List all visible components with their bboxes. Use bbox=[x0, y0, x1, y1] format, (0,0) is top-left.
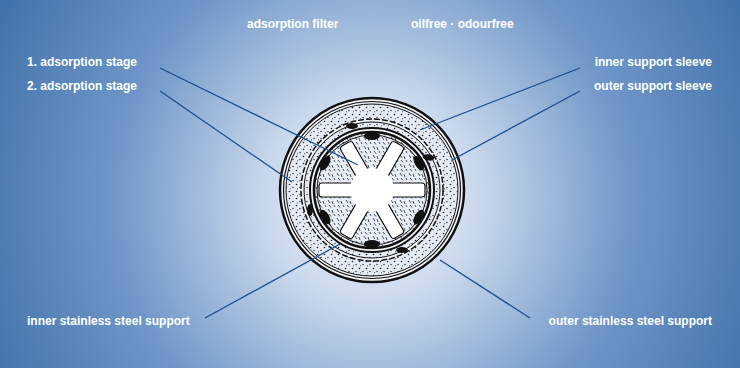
leader-lines bbox=[160, 68, 580, 318]
part-label: 1. adsorption stage bbox=[27, 55, 137, 69]
part-label: inner support sleeve bbox=[595, 55, 712, 69]
part-label: outer stainless steel support bbox=[549, 314, 712, 328]
part-label: 2. adsorption stage bbox=[27, 79, 137, 93]
subtitle: oilfree · odourfree bbox=[411, 17, 514, 31]
part-label: outer support sleeve bbox=[594, 79, 712, 93]
part-label: inner stainless steel support bbox=[27, 314, 190, 328]
title: adsorption filter bbox=[247, 17, 338, 31]
